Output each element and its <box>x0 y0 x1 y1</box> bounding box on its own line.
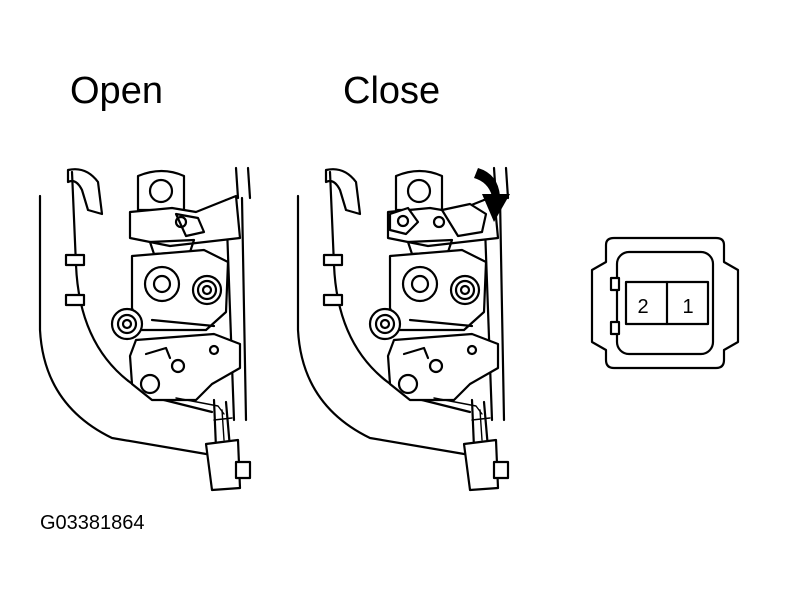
figure-code: G03381864 <box>40 512 145 534</box>
connector-terminal-1: 1 <box>682 296 693 318</box>
connector-diagram: 2 1 <box>590 236 740 370</box>
connector-terminal-2: 2 <box>637 296 648 318</box>
lock-assembly-close <box>296 166 510 492</box>
open-state-label: Open <box>70 70 163 112</box>
closed-lever <box>440 202 488 238</box>
rotation-arrow-icon <box>474 168 510 222</box>
open-lever <box>174 212 206 238</box>
close-state-label: Close <box>343 70 441 112</box>
lock-assembly-open <box>38 166 252 492</box>
